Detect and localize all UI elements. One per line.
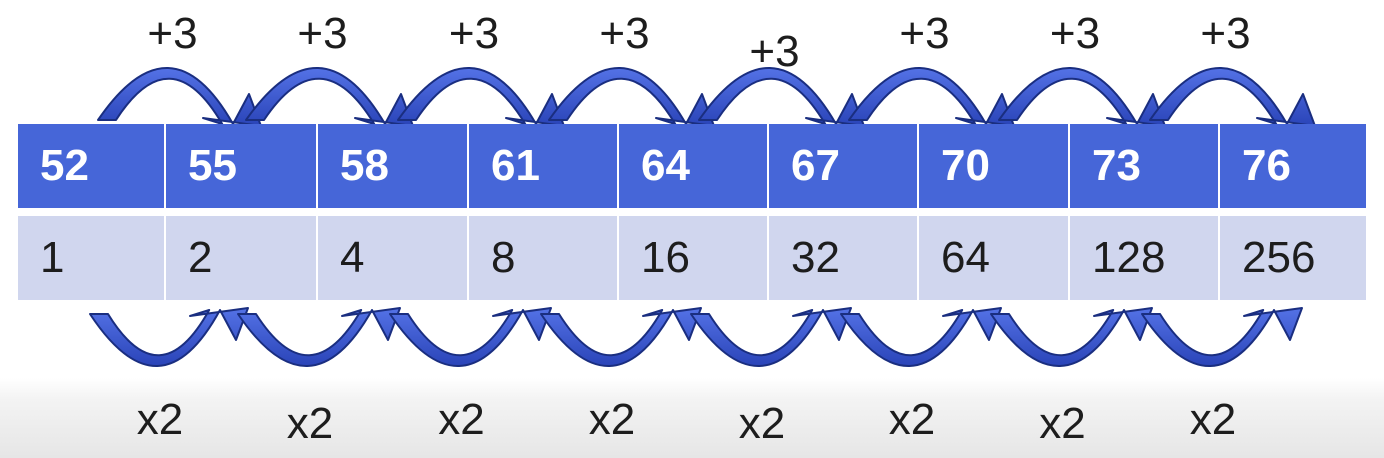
sequence-cell: 1 [18, 216, 166, 300]
add-step-label: +3 [297, 9, 348, 58]
add-step-arrow [698, 67, 865, 127]
sequence-cell: 8 [469, 216, 619, 300]
sequence-row-add: 52 55 58 61 64 67 70 73 76 [18, 124, 1368, 208]
add-step-arrow [998, 67, 1166, 127]
add-step-arrow [245, 67, 414, 127]
sequence-cell: 128 [1070, 216, 1220, 300]
sequence-cell: 16 [619, 216, 769, 300]
sequence-cell: 67 [769, 124, 919, 208]
double-step-label: x2 [738, 399, 786, 448]
add-step-label: +3 [1200, 9, 1251, 58]
double-step-arrow [540, 307, 702, 367]
sequence-cell: 256 [1220, 216, 1368, 300]
double-step-arrow [237, 307, 401, 367]
sequence-cell: 55 [166, 124, 318, 208]
add-step-label: +3 [599, 9, 650, 58]
add-step-label: +3 [899, 9, 950, 58]
add-step-arrow [397, 67, 565, 127]
double-step-arrow [690, 307, 852, 367]
add-step-arrow [848, 67, 1015, 127]
sequence-cell: 64 [619, 124, 769, 208]
double-step-label: x2 [136, 395, 184, 444]
double-step-label: x2 [1189, 395, 1237, 444]
sequence-cell: 70 [919, 124, 1070, 208]
add-step-arrow [1149, 67, 1316, 127]
double-step-label: x2 [588, 395, 636, 444]
add-step-label: +3 [147, 9, 198, 58]
sequence-cell: 2 [166, 216, 318, 300]
double-step-arrow [840, 307, 1002, 367]
double-step-label: x2 [286, 399, 334, 448]
add-step-label: +3 [1049, 9, 1101, 58]
sequence-cell: 73 [1070, 124, 1220, 208]
double-step-arrow [1141, 307, 1303, 367]
sequence-cell: 61 [469, 124, 619, 208]
double-step-label: x2 [438, 395, 485, 444]
double-step-arrow [990, 307, 1153, 367]
add-step-label: +3 [448, 9, 500, 58]
sequence-cell: 64 [919, 216, 1070, 300]
add-step-label: +3 [749, 27, 800, 76]
sequence-cell: 58 [318, 124, 469, 208]
sequence-cell: 32 [769, 216, 919, 300]
sequence-row-double: 1 2 4 8 16 32 64 128 256 [18, 216, 1368, 300]
double-step-arrow [389, 307, 552, 367]
sequence-cell: 52 [18, 124, 166, 208]
add-step-arrow [97, 67, 262, 127]
double-step-arrow [89, 307, 249, 367]
add-step-arrow [548, 67, 715, 127]
double-step-label: x2 [888, 395, 936, 444]
sequence-cell: 4 [318, 216, 469, 300]
sequence-cell: 76 [1220, 124, 1368, 208]
double-step-label: x2 [1039, 399, 1086, 448]
